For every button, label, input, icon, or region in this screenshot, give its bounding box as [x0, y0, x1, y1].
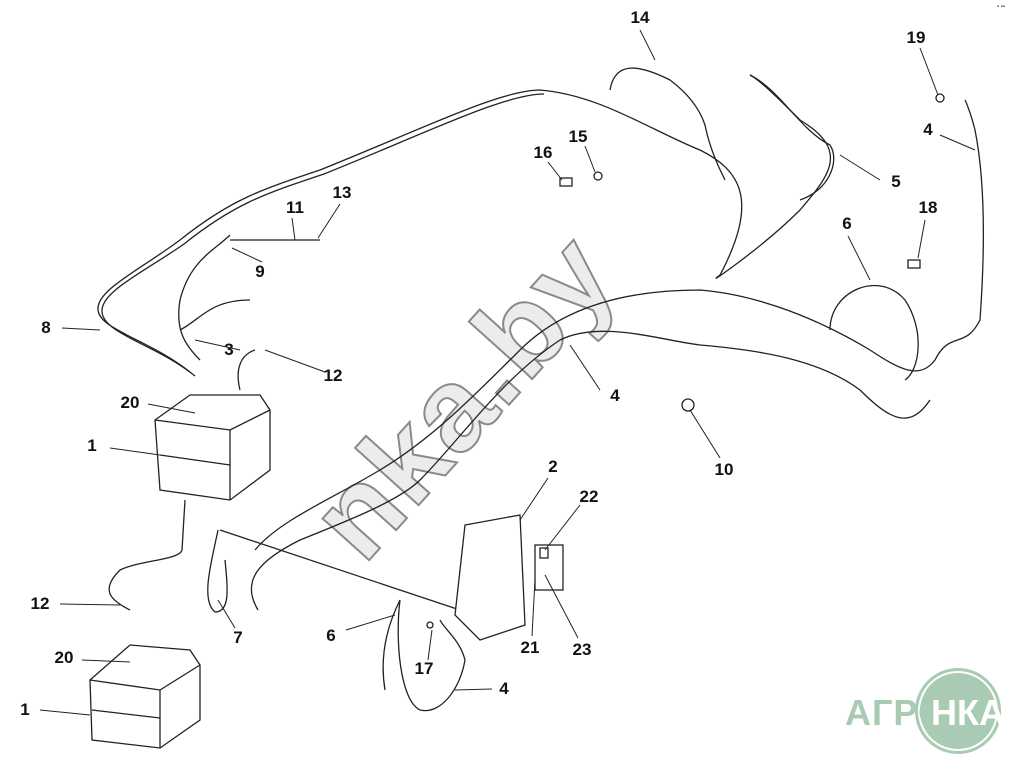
harness-4 [250, 99, 984, 712]
callout-6: 6 [326, 626, 336, 645]
callout-17: 17 [414, 659, 434, 678]
callout-13: 13 [332, 183, 352, 202]
cable-to-controller [219, 529, 461, 611]
logo-text-right: НКА [931, 692, 1005, 733]
harness-9 [178, 234, 231, 361]
callout-21: 21 [520, 638, 540, 657]
callout-16: 16 [533, 143, 553, 162]
callout-12: 12 [323, 366, 343, 385]
callout-4: 4 [923, 120, 933, 139]
battery-lower [89, 644, 201, 749]
callout-11: 11 [286, 198, 304, 217]
callout-4: 4 [499, 679, 509, 698]
callout-22: 22 [579, 487, 599, 506]
washer-15 [593, 171, 603, 181]
callout-1: 1 [87, 436, 97, 455]
callout-15: 15 [568, 127, 588, 146]
callout-10: 10 [714, 460, 734, 479]
callout-20: 20 [54, 648, 74, 667]
clip-10 [681, 398, 695, 412]
harness-6b [382, 599, 401, 691]
controller-module [454, 514, 564, 641]
callout-19: 19 [906, 28, 926, 47]
corner-mark: ▪ ▪▪ [996, 4, 1005, 10]
callout-23: 23 [572, 640, 592, 659]
callout-18: 18 [918, 198, 938, 217]
logo-circle [915, 668, 1001, 754]
bolt-17 [426, 621, 434, 629]
battery-upper [154, 394, 271, 501]
harness-7 [207, 529, 228, 613]
callout-12: 12 [30, 594, 50, 613]
callout-7: 7 [233, 628, 243, 647]
callout-5: 5 [891, 172, 901, 191]
callout-20: 20 [120, 393, 140, 412]
agronka-logo: АГРО НКА [845, 668, 1015, 758]
bolt-18 [907, 259, 921, 269]
bolt-16 [559, 177, 573, 187]
harness-12-upper [237, 349, 256, 391]
callout-9: 9 [255, 262, 265, 281]
callout-8: 8 [41, 318, 51, 337]
harness-5 [749, 74, 835, 201]
callout-14: 14 [630, 8, 650, 27]
leader-lines [39, 29, 976, 716]
logo-text-left: АГРО [845, 692, 947, 733]
harness-8 [97, 74, 832, 377]
harness-3 [179, 299, 251, 331]
callout-2: 2 [548, 457, 558, 476]
callout-1: 1 [20, 700, 30, 719]
harness-12-lower [108, 499, 186, 611]
callout-4: 4 [610, 386, 620, 405]
callout-3: 3 [224, 340, 234, 359]
harness-14 [609, 67, 726, 181]
callout-6: 6 [842, 214, 852, 233]
harness-6 [829, 284, 919, 381]
nut-19 [935, 93, 945, 103]
